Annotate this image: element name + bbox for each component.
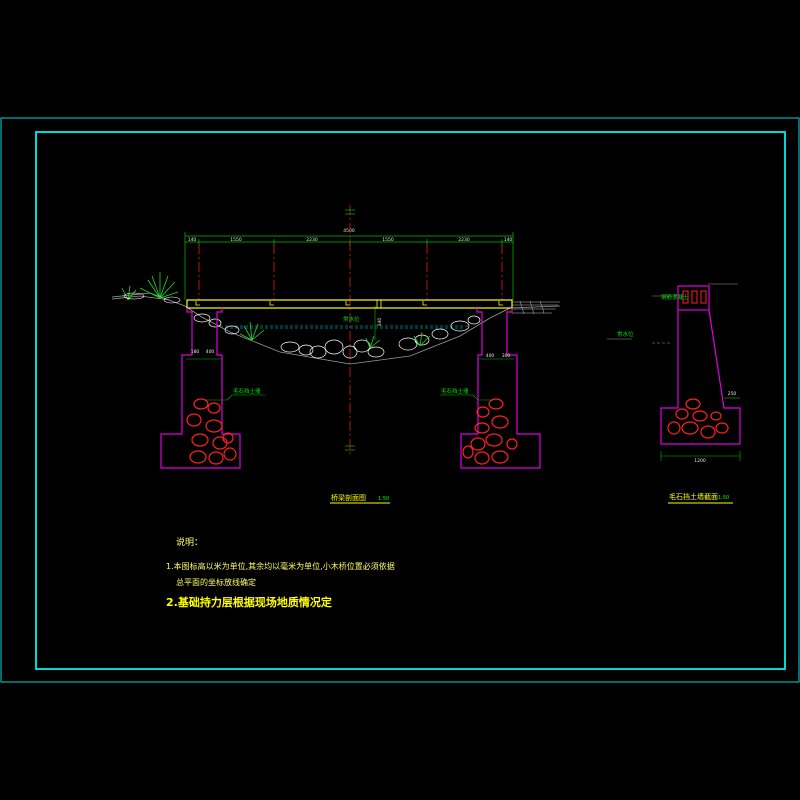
segment-dim-4: 1550 xyxy=(382,237,394,243)
wall-label-leaders xyxy=(205,394,493,401)
centerline-ticks xyxy=(345,209,355,451)
notes-line-2: 总平面的坐标放线确定 xyxy=(176,577,256,587)
section-title: 毛石挡土墙截面 xyxy=(669,492,718,501)
river-rocks xyxy=(193,313,481,359)
water-level-label: 常水位 xyxy=(343,315,360,323)
axis-lines xyxy=(198,205,503,455)
retaining-wall-section: 钢筋混凝土 常水位 250 1200 毛石挡土墙截面 1:50 xyxy=(607,283,741,504)
notes-line-1: 1.本图标高以米为单位,其余均以毫米为单位,小木桥位置必须依据 xyxy=(166,561,395,571)
dimension-chain xyxy=(184,232,514,300)
segment-dim-1: 140 xyxy=(188,237,197,243)
section-base-dim xyxy=(660,451,741,461)
segment-dim-3: 2230 xyxy=(306,237,318,243)
right-footing-dim-b: 300 xyxy=(502,353,511,359)
section-ground xyxy=(607,283,738,344)
notes-line-3: 2.基础持力层根据现场地质情况定 xyxy=(166,595,332,609)
inner-frame xyxy=(35,131,786,670)
segment-dim-5: 2230 xyxy=(458,237,470,243)
right-footing-dim-a: 400 xyxy=(486,353,495,359)
section-top-label: 钢筋混凝土 xyxy=(661,293,689,301)
right-abutment xyxy=(460,308,541,469)
segment-dim-2: 1550 xyxy=(230,237,242,243)
bank-hatch-right xyxy=(512,300,560,315)
segment-dim-6: 140 xyxy=(504,237,513,243)
left-footing-dim-a: 180 xyxy=(191,349,200,355)
section-cap xyxy=(677,285,710,311)
section-scale: 1:50 xyxy=(718,495,729,501)
bank-shrubs xyxy=(123,292,181,304)
elevation-title: 桥梁剖面图 xyxy=(331,493,366,502)
deck-joints xyxy=(195,299,503,309)
section-cap-rebar xyxy=(682,290,707,304)
outer-frame xyxy=(0,117,800,683)
plants xyxy=(121,272,431,349)
section-wall xyxy=(660,309,741,445)
notes-heading: 说明： xyxy=(176,536,203,548)
water-level xyxy=(220,325,470,329)
elevation-scale: 1:50 xyxy=(378,496,389,502)
depth-dim: 340 xyxy=(377,318,383,327)
bridge-elevation: 4500 140 1550 2230 1550 2230 140 xyxy=(111,205,561,504)
section-base-dim-text: 1200 xyxy=(694,458,706,464)
right-wall-label: 毛石挡土墙 xyxy=(441,387,469,395)
bridge-deck xyxy=(186,299,513,309)
notes: 说明： 1.本图标高以米为单位,其余均以毫米为单位,小木桥位置必须依据 总平面的… xyxy=(166,536,395,609)
left-abutment xyxy=(160,308,241,469)
overall-dim: 4500 xyxy=(343,228,355,234)
left-footing-dim-b: 400 xyxy=(206,349,215,355)
section-water-label: 常水位 xyxy=(617,330,634,338)
left-wall-label: 毛石挡土墙 xyxy=(233,387,261,395)
section-small-dim: 250 xyxy=(728,391,737,397)
right-footing-rubble xyxy=(462,398,518,465)
ground-profile xyxy=(111,292,561,365)
section-rubble xyxy=(667,398,729,439)
left-footing-rubble xyxy=(186,398,237,465)
